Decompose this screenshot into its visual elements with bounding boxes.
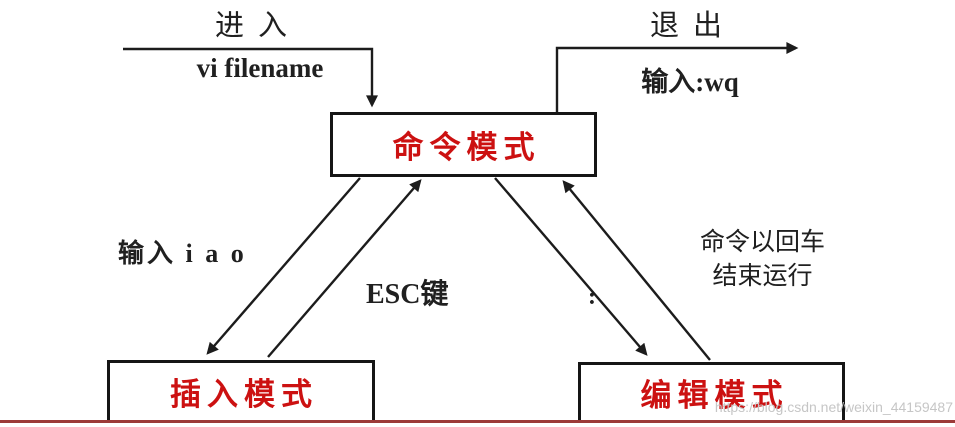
edge-enter-title: 进入 xyxy=(214,10,301,42)
watermark-text: https://blog.csdn.net/weixin_44159487 xyxy=(714,399,953,415)
edge-insert-to-command-arrow xyxy=(267,179,422,358)
node-insert-mode: 插入模式 xyxy=(107,360,375,423)
edge-command-to-insert-label: 输入 i a o xyxy=(118,239,247,268)
edge-quit-title: 退出 xyxy=(649,10,736,42)
edge-edit-to-command-label-line2: 结束运行 xyxy=(712,263,813,290)
edge-edit-to-command-label-line1: 命令以回车 xyxy=(699,229,825,256)
edge-insert-to-command-label: ESC键 xyxy=(366,279,449,310)
edge-command-to-edit-label: : xyxy=(588,284,596,310)
edge-enter-command-label: vi filename xyxy=(196,53,324,83)
edge-command-to-edit-arrow xyxy=(494,177,648,356)
edge-quit-command-label: 输入:wq xyxy=(641,67,739,97)
node-command-mode: 命令模式 xyxy=(330,112,597,177)
bottom-rule-divider xyxy=(0,420,955,423)
edge-edit-to-command-label: 命令以回车 结束运行 xyxy=(670,226,855,294)
